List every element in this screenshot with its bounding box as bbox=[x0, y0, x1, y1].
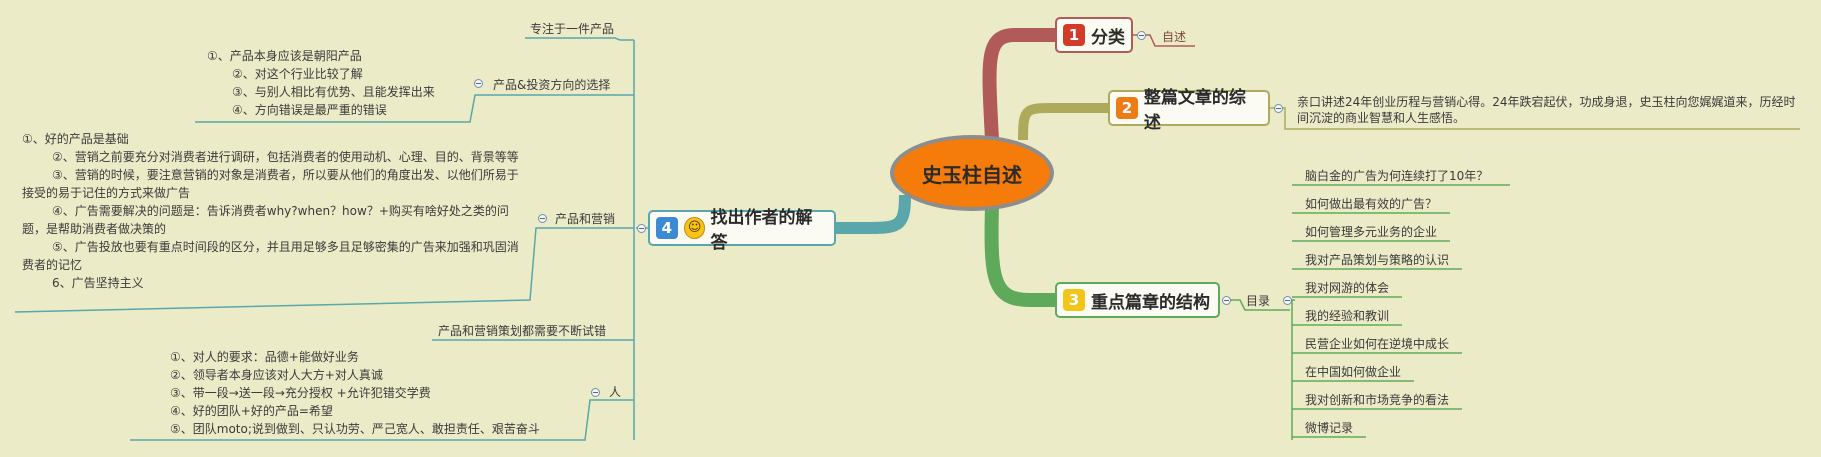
collapse-toggle-icon[interactable] bbox=[538, 214, 547, 223]
people-item[interactable]: ①、对人的要求：品德+能做好业务 bbox=[170, 350, 359, 364]
subtopic-focus-one-product[interactable]: 专注于一件产品 bbox=[530, 22, 615, 36]
topic-label: 整篇文章的综述 bbox=[1143, 88, 1246, 133]
marketing-item: ⑤、广告投放也要有重点时间段的区分，并且用足够多且足够密集的广告来加强和巩固消费… bbox=[22, 240, 519, 272]
marketing-item: ③、营销的时候，要注意营销的对象是消费者，所以要从他们的角度出发、以他们所易于接… bbox=[22, 168, 519, 200]
subtopic-trial-and-error[interactable]: 产品和营销策划都需要不断试错 bbox=[438, 324, 607, 338]
marketing-item: 6、广告坚持主义 bbox=[52, 276, 144, 290]
product-direction-item[interactable]: ②、对这个行业比较了解 bbox=[232, 67, 363, 81]
chapter-item[interactable]: 如何管理多元业务的企业 bbox=[1305, 225, 1438, 239]
chapter-item[interactable]: 民营企业如何在逆境中成长 bbox=[1305, 337, 1450, 351]
marketing-item: ②、营销之前要充分对消费者进行调研，包括消费者的使用动机、心理、目的、背景等等 bbox=[52, 150, 519, 164]
subtopic-product-direction[interactable]: 产品&投资方向的选择 bbox=[493, 78, 611, 92]
marketing-item: ④、广告需要解决的问题是：告诉消费者why?when？how？+购买有啥好处之类… bbox=[22, 204, 509, 236]
topic-label: 重点篇章的结构 bbox=[1091, 292, 1210, 313]
topic-key-chapters[interactable]: 3 重点篇章的结构 bbox=[1055, 282, 1220, 318]
chapter-item[interactable]: 在中国如何做企业 bbox=[1305, 365, 1402, 379]
subtopic-people[interactable]: 人 bbox=[609, 385, 622, 399]
collapse-toggle-icon[interactable] bbox=[1283, 296, 1292, 305]
chapter-item[interactable]: 我对创新和市场竞争的看法 bbox=[1305, 393, 1450, 407]
people-item[interactable]: ③、带一段→送一段→充分授权 +允许犯错交学费 bbox=[170, 386, 431, 400]
topic-label: 找出作者的解答 bbox=[710, 208, 813, 253]
collapse-toggle-icon[interactable] bbox=[1274, 104, 1283, 113]
topic-classification[interactable]: 1 分类 bbox=[1055, 17, 1133, 53]
marketing-item: ①、好的产品是基础 bbox=[22, 132, 129, 146]
smiley-icon: ☺ bbox=[683, 217, 706, 239]
chapter-item[interactable]: 我的经验和教训 bbox=[1305, 309, 1390, 323]
marketing-notes[interactable]: ①、好的产品是基础 ②、营销之前要充分对消费者进行调研，包括消费者的使用动机、心理… bbox=[22, 130, 527, 292]
topic-overview[interactable]: 2 整篇文章的综述 bbox=[1108, 88, 1270, 133]
collapse-toggle-icon[interactable] bbox=[591, 388, 600, 397]
central-topic[interactable]: 史玉柱自述 bbox=[890, 135, 1054, 211]
chapter-item[interactable]: 我对产品策划与策略的认识 bbox=[1305, 253, 1450, 267]
overview-summary[interactable]: 亲口讲述24年创业历程与营销心得。24年跌宕起伏，功成身退，史玉柱向您娓娓道来，… bbox=[1297, 95, 1796, 125]
chapter-item[interactable]: 微博记录 bbox=[1305, 421, 1354, 435]
chapter-item[interactable]: 如何做出最有效的广告？ bbox=[1305, 197, 1438, 211]
people-item[interactable]: ⑤、团队moto;说到做到、只认功劳、严己宽人、敢担责任、艰苦奋斗 bbox=[170, 422, 540, 436]
product-direction-item[interactable]: ①、产品本身应该是朝阳产品 bbox=[207, 49, 362, 63]
chapter-item[interactable]: 我对网游的体会 bbox=[1305, 281, 1390, 295]
topic-label: 分类 bbox=[1091, 27, 1125, 48]
people-item[interactable]: ④、好的团队+好的产品=希望 bbox=[170, 404, 333, 418]
collapse-toggle-icon[interactable] bbox=[1222, 296, 1231, 305]
topic-author-answers[interactable]: 4 ☺ 找出作者的解答 bbox=[648, 208, 836, 253]
number-2-icon: 2 bbox=[1116, 97, 1138, 119]
product-direction-item[interactable]: ③、与别人相比有优势、且能发挥出来 bbox=[232, 85, 435, 99]
collapse-toggle-icon[interactable] bbox=[474, 79, 483, 88]
people-item[interactable]: ②、领导者本身应该对人大方+对人真诚 bbox=[170, 368, 383, 382]
product-direction-item[interactable]: ④、方向错误是最严重的错误 bbox=[232, 103, 387, 117]
chapter-item[interactable]: 脑白金的广告为何连续打了10年？ bbox=[1305, 169, 1489, 183]
number-4-icon: 4 bbox=[656, 217, 678, 239]
subtopic-self-narration[interactable]: 自述 bbox=[1162, 30, 1187, 44]
collapse-toggle-icon[interactable] bbox=[637, 224, 646, 233]
subtopic-contents[interactable]: 目录 bbox=[1246, 294, 1271, 308]
number-3-icon: 3 bbox=[1063, 289, 1085, 311]
subtopic-product-marketing[interactable]: 产品和营销 bbox=[555, 212, 616, 226]
collapse-toggle-icon[interactable] bbox=[1137, 31, 1146, 40]
number-1-icon: 1 bbox=[1063, 24, 1085, 46]
